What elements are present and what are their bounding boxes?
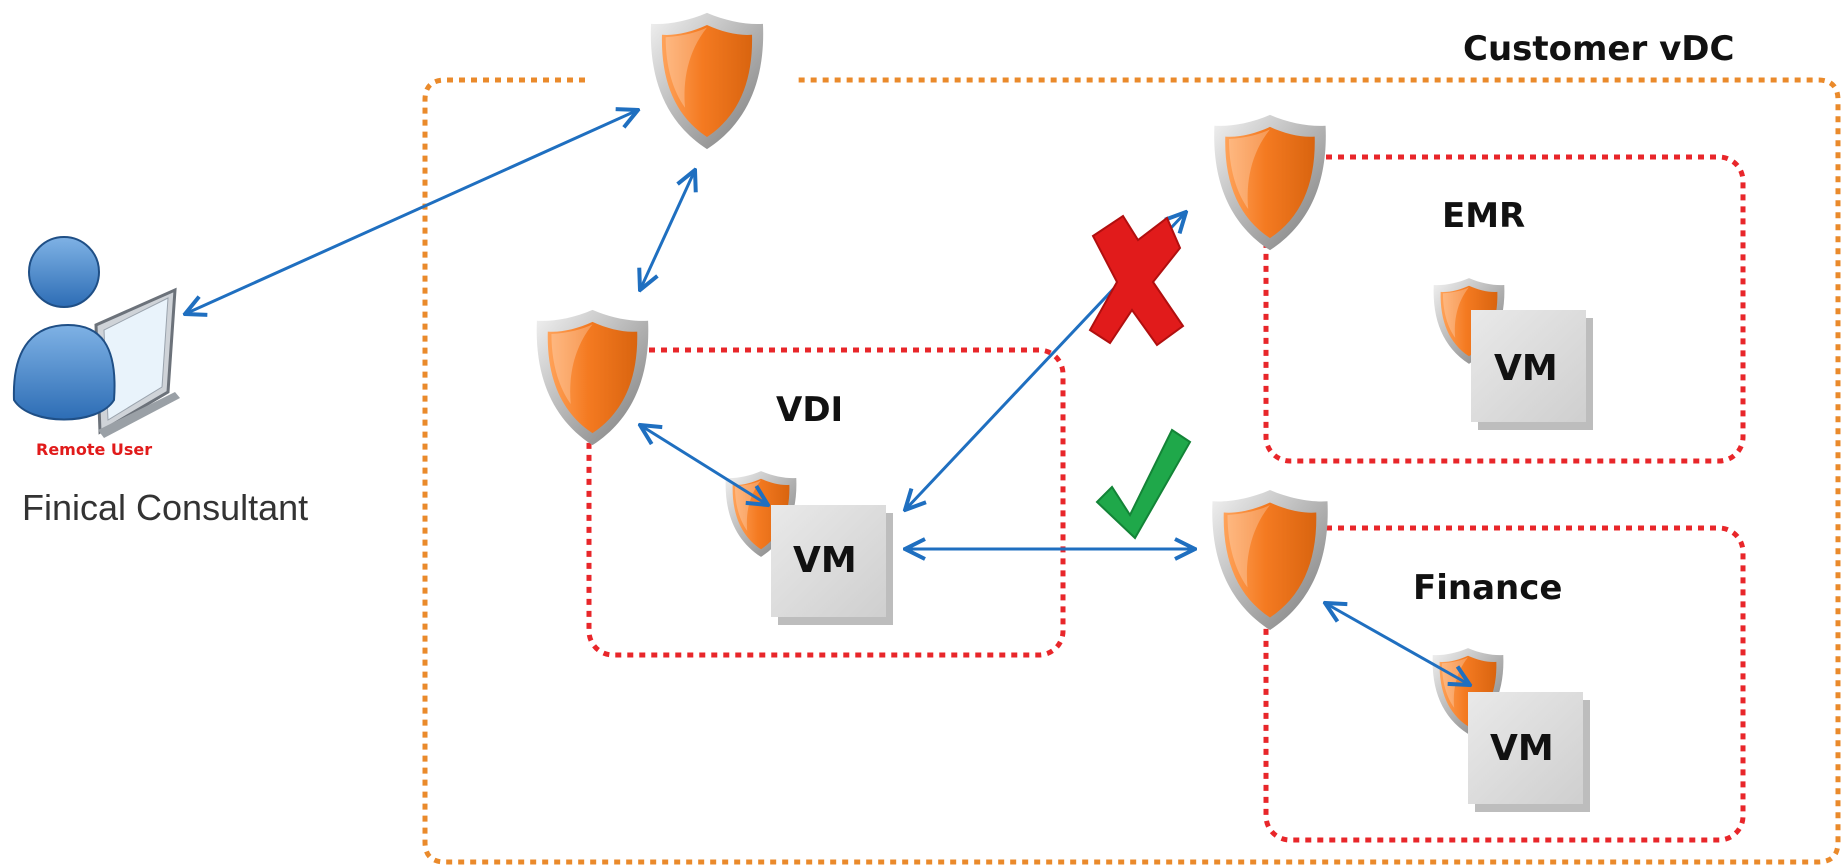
customer-vdc-label: Customer vDC <box>1463 29 1734 69</box>
emr-zone-boundary <box>1263 154 1746 464</box>
vm-box-icon <box>725 471 893 625</box>
firewall-shield-icon <box>650 12 764 150</box>
vm-box-icon <box>1432 648 1590 812</box>
vm-label: VM <box>1494 348 1558 389</box>
vdi-zone-label: VDI <box>776 390 843 430</box>
connector-edge-vdi <box>640 170 695 290</box>
firewall-shield-icon <box>536 309 649 446</box>
connector-finance-fw-vm <box>1325 603 1470 685</box>
vm-label: VM <box>793 540 857 581</box>
firewall-shield-icon <box>1212 490 1328 630</box>
connector-user-edge <box>185 110 638 314</box>
vm-box-icon <box>1433 278 1593 430</box>
finance-zone-label: Finance <box>1413 568 1562 608</box>
vm-label: VM <box>1490 728 1554 769</box>
allowed-check-icon <box>1095 428 1192 540</box>
blocked-x-icon <box>1088 214 1185 347</box>
consultant-label: Finical Consultant <box>22 487 308 528</box>
remote-user-label: Remote User <box>36 440 152 459</box>
connector-vdi-fw-vm <box>640 425 768 505</box>
customer-vdc-boundary <box>422 77 1841 865</box>
emr-zone-label: EMR <box>1442 196 1525 236</box>
firewall-shield-icon <box>1214 114 1326 251</box>
remote-user-icon <box>12 236 180 438</box>
